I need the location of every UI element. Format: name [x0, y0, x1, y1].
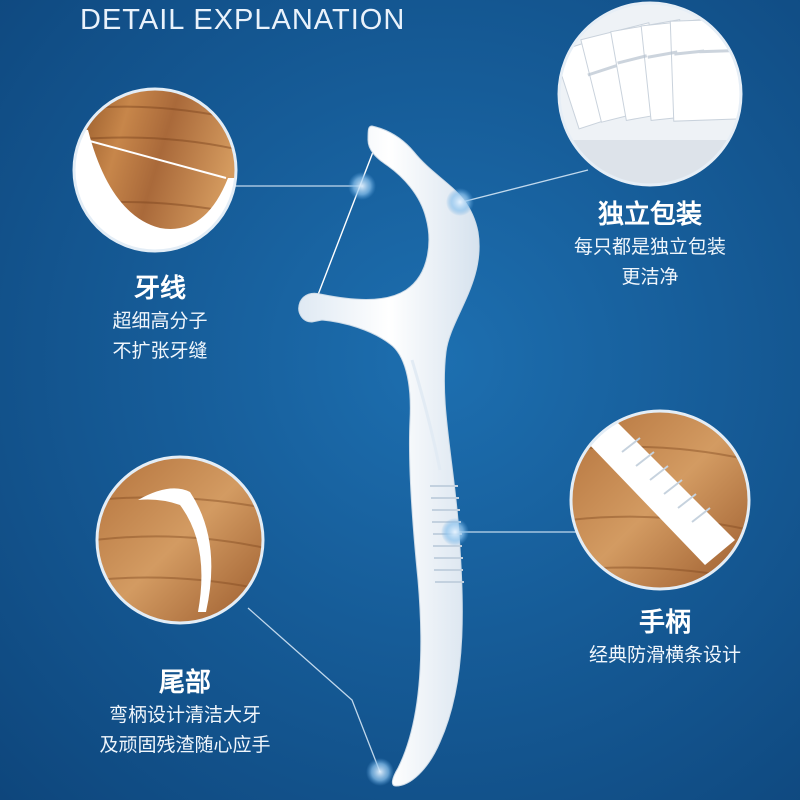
packaging-closeup-photo: [557, 1, 743, 187]
dot-tail: [366, 758, 394, 786]
handle-closeup-photo: [569, 409, 751, 591]
callout-line: 及顽固残渣随心应手: [99, 734, 271, 756]
highlight-dots: [348, 172, 474, 786]
dot-handle: [441, 518, 469, 546]
callout-title: 尾部: [158, 668, 211, 698]
callout-line: 经典防滑横条设计: [588, 644, 741, 666]
callout-title: 独立包装: [597, 200, 702, 230]
callout-title: 手柄: [638, 608, 691, 638]
floss-closeup-photo: [72, 87, 238, 253]
callout-line: 超细高分子: [112, 310, 208, 332]
callout-line: 不扩张牙缝: [112, 340, 208, 362]
callout-line: 每只都是独立包装: [573, 236, 726, 258]
callout-tail: 尾部 弯柄设计清洁大牙 及顽固残渣随心应手: [50, 666, 320, 760]
callout-packaging: 独立包装 每只都是独立包装 更洁净: [520, 198, 780, 292]
callout-line: 弯柄设计清洁大牙: [108, 704, 261, 726]
dot-packaging: [446, 188, 474, 216]
connector-tail: [247, 607, 381, 773]
callout-floss: 牙线 超细高分子 不扩张牙缝: [60, 272, 260, 366]
dot-floss: [348, 172, 376, 200]
tail-closeup-photo: [95, 455, 265, 625]
callout-title: 牙线: [133, 274, 186, 304]
connector-lines: [234, 169, 589, 773]
floss-pick-illustration: [298, 125, 480, 787]
connector-packaging: [461, 169, 589, 203]
page-title: DETAIL EXPLANATION: [80, 4, 406, 36]
callout-line: 更洁净: [621, 266, 679, 288]
callout-handle: 手柄 经典防滑横条设计: [540, 606, 790, 670]
